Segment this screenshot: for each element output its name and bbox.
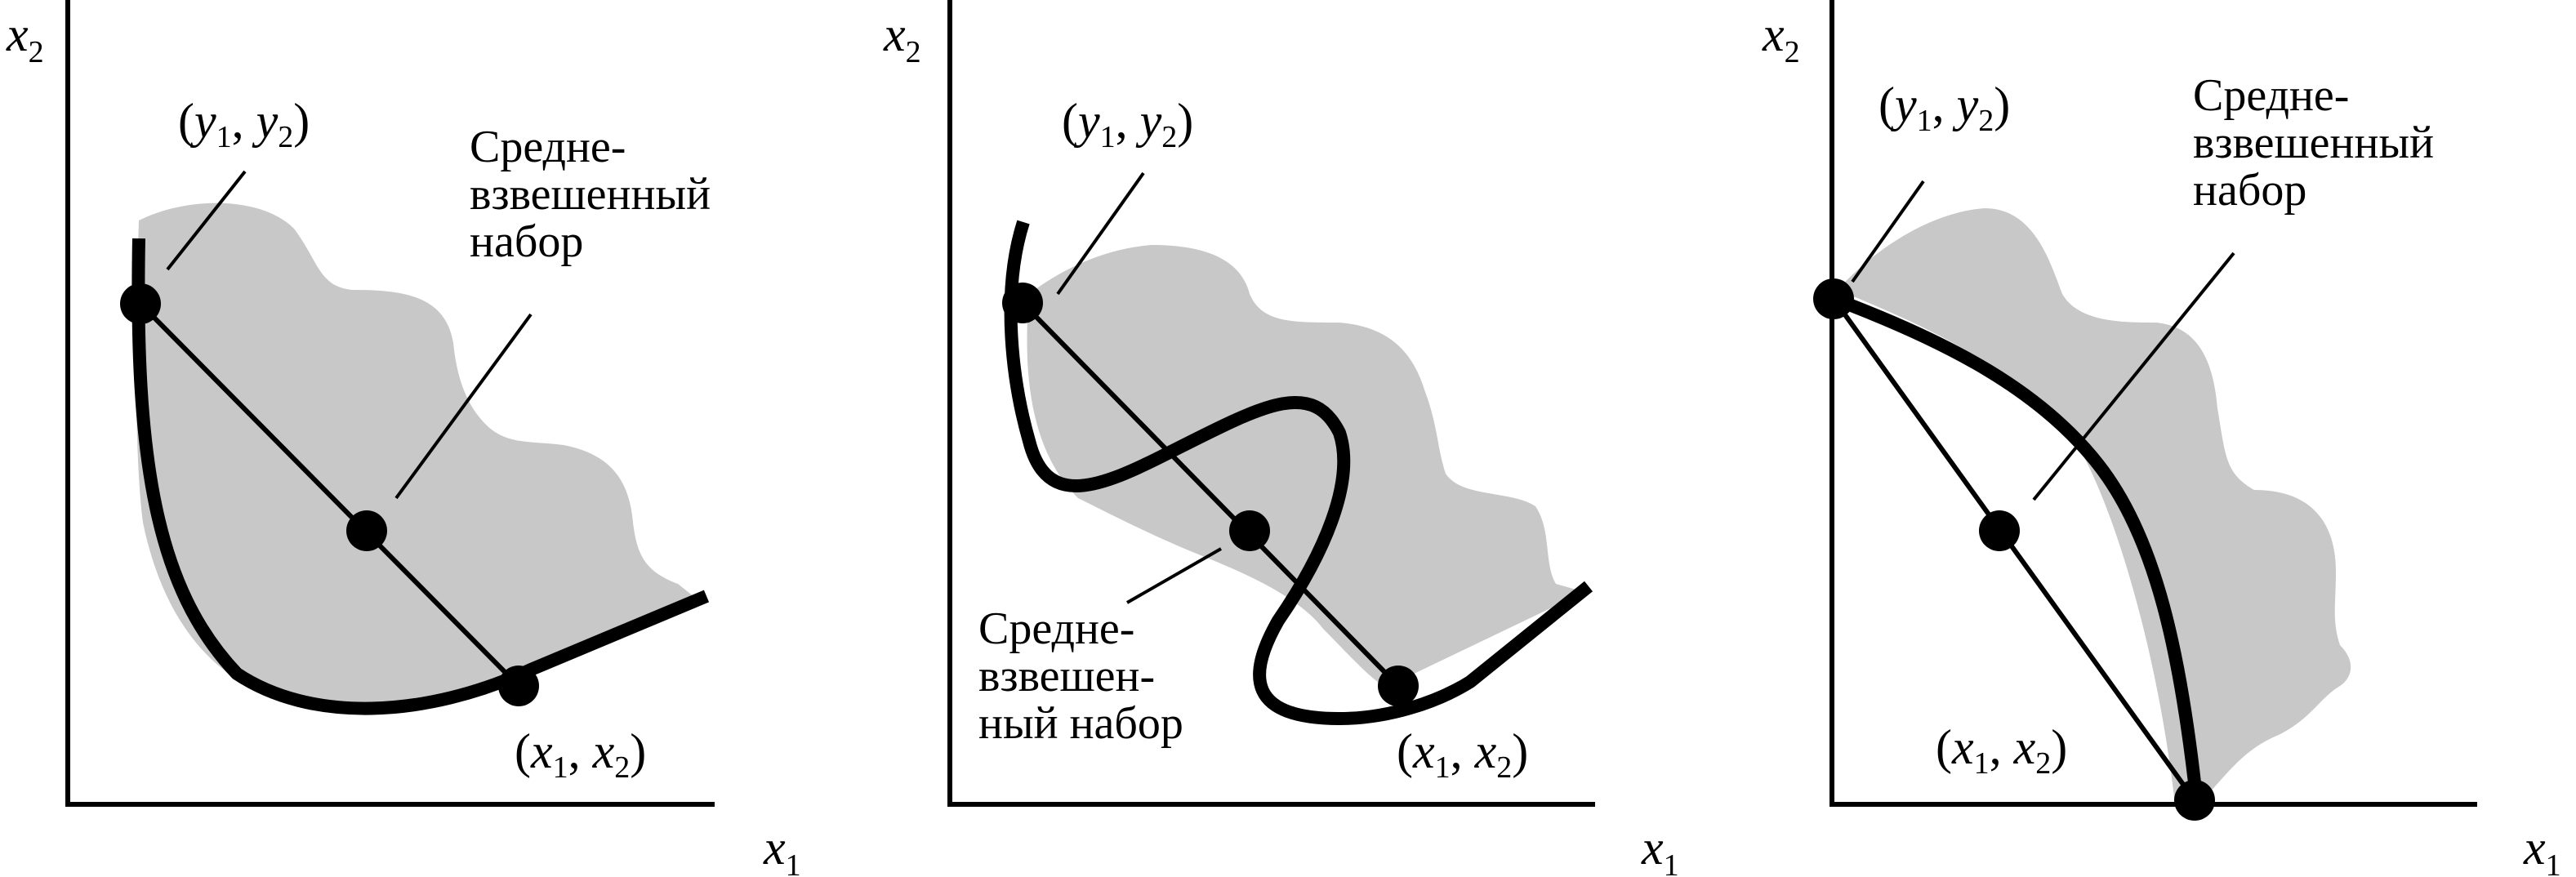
point-y	[120, 283, 161, 324]
preferred-region	[1027, 245, 1584, 687]
chord-line	[1020, 300, 1401, 688]
y-axis-label: x2	[6, 7, 44, 69]
leader-line-average	[1126, 547, 1222, 604]
indifference-curve	[1004, 220, 1593, 725]
leader-line-average	[394, 313, 533, 500]
indifference-curve	[1829, 292, 2204, 805]
point-y-label: (y1, y2)	[178, 94, 310, 154]
axes	[1829, 0, 2477, 807]
panel-3: x2 x1 (y1, y2) (x1, x2) Средне- взвешенн…	[1762, 0, 2561, 877]
point-x	[1378, 666, 1419, 706]
point-x-label: (x1, x2)	[515, 724, 646, 785]
preferred-region	[1838, 208, 2351, 804]
indifference-curve	[131, 238, 710, 715]
leader-line-average	[2032, 252, 2235, 501]
panel-1: x2 x1 (y1, y2) (x1, x2) Средне- взвешенн…	[6, 0, 801, 877]
point-x	[2174, 780, 2215, 821]
average-caption: Средне- взвешенный набор	[470, 122, 722, 267]
average-point	[1979, 510, 2020, 551]
point-x	[498, 666, 539, 706]
preferred-region	[136, 203, 699, 705]
y-axis-label: x2	[1762, 7, 1800, 69]
point-y-label: (y1, y2)	[1879, 78, 2010, 138]
point-y-label: (y1, y2)	[1062, 94, 1193, 154]
leader-line-y	[166, 170, 247, 271]
axes	[65, 0, 715, 807]
point-y	[1002, 283, 1043, 323]
x-axis-label: x1	[763, 821, 801, 877]
axes	[947, 0, 1595, 807]
x-axis-label: x1	[2523, 821, 2561, 877]
average-point	[346, 510, 387, 551]
average-point	[1229, 510, 1270, 551]
chord-line	[138, 301, 521, 688]
average-caption: Средне- взвешен- ный набор	[978, 603, 1183, 749]
point-x-label: (x1, x2)	[1936, 720, 2067, 781]
y-axis-label: x2	[883, 7, 921, 69]
leader-line-y	[1056, 171, 1145, 296]
leader-line-y	[1851, 180, 1925, 283]
chord-line	[1831, 297, 2197, 802]
panel-2: x2 x1 (y1, y2) (x1, x2) Средне- взвешен-…	[883, 0, 1679, 877]
x-axis-label: x1	[1641, 821, 1679, 877]
average-caption: Средне- взвешенный набор	[2193, 70, 2445, 216]
point-x-label: (x1, x2)	[1397, 724, 1528, 785]
